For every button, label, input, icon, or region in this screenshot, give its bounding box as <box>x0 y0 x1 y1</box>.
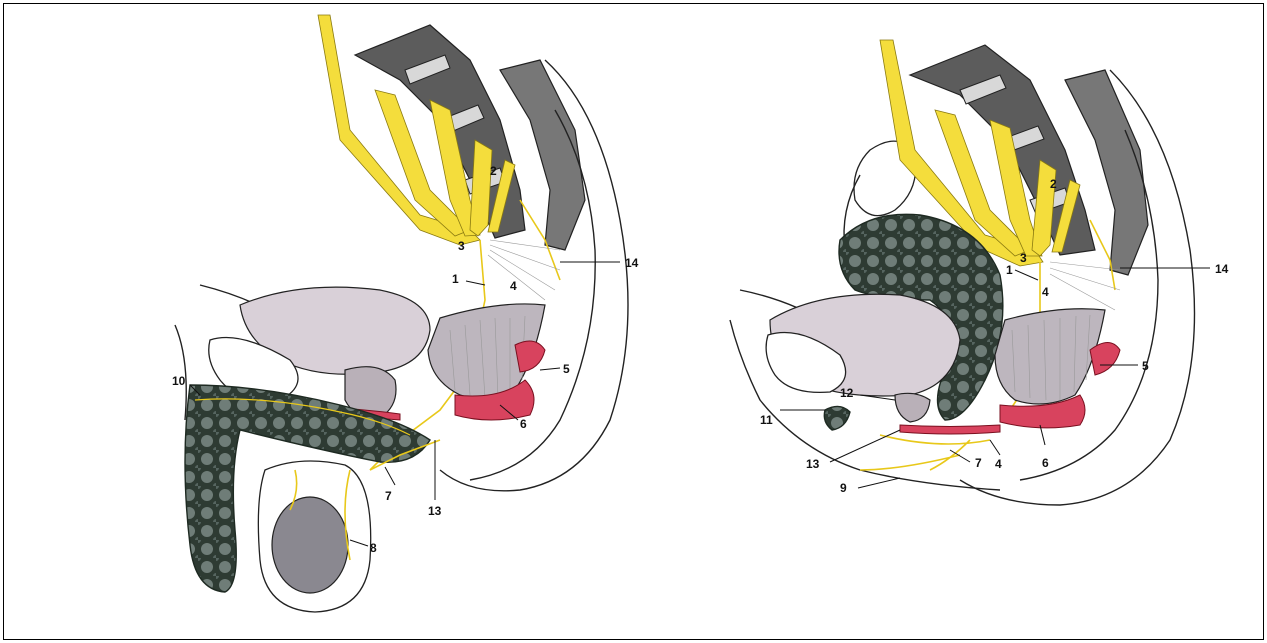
female-label-1: 1 <box>1006 263 1013 277</box>
female-label-6: 6 <box>1042 456 1049 470</box>
male-testis <box>272 497 348 593</box>
female-label-9: 9 <box>840 481 847 495</box>
female-label-13: 13 <box>806 457 820 471</box>
male-label-2: 2 <box>490 164 497 178</box>
male-label-13: 13 <box>428 504 442 518</box>
male-label-6: 6 <box>520 417 527 431</box>
male-label-1: 1 <box>452 272 459 286</box>
male-pelvic-muscle <box>515 341 545 372</box>
female-label-3: 3 <box>1020 251 1027 265</box>
female-label-5: 5 <box>1142 359 1149 373</box>
female-label-4-lower: 4 <box>995 457 1002 471</box>
female-pelvic-muscle <box>1090 343 1120 376</box>
male-label-5: 5 <box>563 362 570 376</box>
female-label-7: 7 <box>975 456 982 470</box>
female-label-12: 12 <box>840 386 854 400</box>
male-label-14: 14 <box>625 256 639 270</box>
male-label-7: 7 <box>385 489 392 503</box>
male-pubic-contour <box>175 325 186 420</box>
male-label-8: 8 <box>370 541 377 555</box>
female-transverse-perineal <box>900 425 1000 434</box>
female-label-2: 2 <box>1050 177 1057 191</box>
male-pelvis-diagram: 2 3 1 4 14 5 6 10 7 13 8 <box>172 15 639 612</box>
female-clitoris <box>824 406 850 430</box>
female-rectum <box>995 309 1105 404</box>
female-label-4-upper: 4 <box>1042 285 1049 299</box>
male-label-4: 4 <box>510 279 517 293</box>
male-label-10: 10 <box>172 374 186 388</box>
male-label-3: 3 <box>458 239 465 253</box>
female-urethra <box>895 393 930 422</box>
female-label-11: 11 <box>760 413 773 427</box>
female-label-14: 14 <box>1215 262 1229 276</box>
female-pelvis-diagram: 2 3 1 4 14 5 6 4 7 12 11 13 9 <box>730 40 1229 505</box>
